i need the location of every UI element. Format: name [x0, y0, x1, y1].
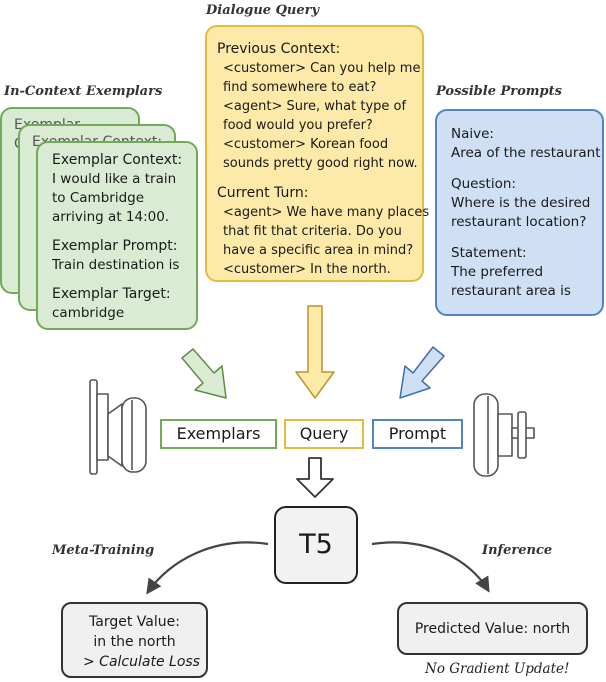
query-content: Previous Context: <customer> Can you hel… — [217, 39, 429, 279]
exemplar-target-label: Exemplar Target: — [52, 286, 171, 302]
exemplar-target-value: cambridge — [52, 305, 125, 321]
question-line: Where is the desired — [451, 195, 591, 211]
left-press-icon — [89, 379, 147, 475]
possible-prompts-box: Naive: Area of the restaurant Question: … — [435, 109, 604, 316]
question-line: restaurant location? — [451, 214, 587, 230]
target-value-label: Target Value: — [89, 614, 180, 630]
exemplar-front-content: Exemplar Context: I would like a train t… — [52, 151, 182, 323]
statement-line: The preferred — [451, 264, 544, 280]
previous-context-label: Previous Context: — [217, 41, 341, 57]
target-value-content: Target Value: in the north > Calculate L… — [63, 612, 206, 672]
question-label: Question: — [451, 176, 516, 192]
calculate-loss-text: > Calculate Loss — [83, 654, 200, 670]
prompt-slot: Prompt — [372, 419, 463, 449]
caption-no-gradient: No Gradient Update! — [425, 661, 570, 677]
current-turn-line: <customer> In the north. — [223, 262, 391, 277]
exemplar-card-front: Exemplar Context: I would like a train t… — [36, 141, 198, 330]
current-turn-line: <agent> We have many places — [223, 205, 430, 220]
exemplars-slot: Exemplars — [160, 419, 277, 449]
exemplar-context-line: to Cambridge — [52, 190, 145, 206]
prompts-content: Naive: Area of the restaurant Question: … — [451, 125, 601, 301]
current-turn-line: have a specific area in mind? — [223, 243, 414, 258]
exemplar-prompt-value: Train destination is — [52, 257, 180, 273]
yellow-arrow-icon — [295, 305, 335, 399]
predicted-value-text: Predicted Value: north — [414, 621, 571, 637]
naive-label: Naive: — [451, 126, 494, 142]
previous-context-line: <agent> Sure, what type of — [223, 99, 407, 114]
predicted-value-box: Predicted Value: north — [397, 602, 588, 655]
target-value-box: Target Value: in the north > Calculate L… — [61, 602, 208, 678]
meta-training-arrow-icon — [146, 541, 269, 595]
exemplar-prompt-label: Exemplar Prompt: — [52, 238, 178, 254]
naive-value: Area of the restaurant — [451, 145, 601, 161]
blue-arrow-icon — [399, 346, 445, 399]
right-press-icon — [473, 393, 535, 477]
previous-context-line: find somewhere to eat? — [223, 80, 377, 95]
previous-context-line: sounds pretty good right now. — [223, 156, 418, 171]
green-arrow-icon — [181, 348, 227, 399]
current-turn-line: that fit that criteria. Do you — [223, 224, 402, 239]
t5-model-box: T5 — [274, 506, 358, 584]
caption-in-context-exemplars: In-Context Exemplars — [4, 84, 163, 99]
inference-arrow-icon — [371, 541, 490, 593]
statement-line: restaurant area is — [451, 283, 571, 299]
statement-label: Statement: — [451, 245, 527, 261]
caption-dialogue-query: Dialogue Query — [206, 3, 320, 18]
down-arrow-icon — [296, 457, 334, 498]
exemplar-context-line: arriving at 14:00. — [52, 209, 170, 225]
caption-inference: Inference — [482, 543, 553, 558]
previous-context-line: food would you prefer? — [223, 118, 373, 133]
dialogue-query-box: Previous Context: <customer> Can you hel… — [205, 25, 429, 282]
exemplar-context-label: Exemplar Context: — [52, 152, 183, 168]
previous-context-line: <customer> Korean food — [223, 137, 389, 152]
query-slot: Query — [284, 419, 364, 449]
target-value-text: in the north — [93, 634, 176, 650]
exemplar-context-line: I would like a train — [52, 171, 177, 187]
caption-meta-training: Meta-Training — [52, 543, 155, 558]
previous-context-line: <customer> Can you help me — [223, 61, 421, 76]
current-turn-label: Current Turn: — [217, 185, 309, 201]
caption-possible-prompts: Possible Prompts — [436, 84, 562, 99]
